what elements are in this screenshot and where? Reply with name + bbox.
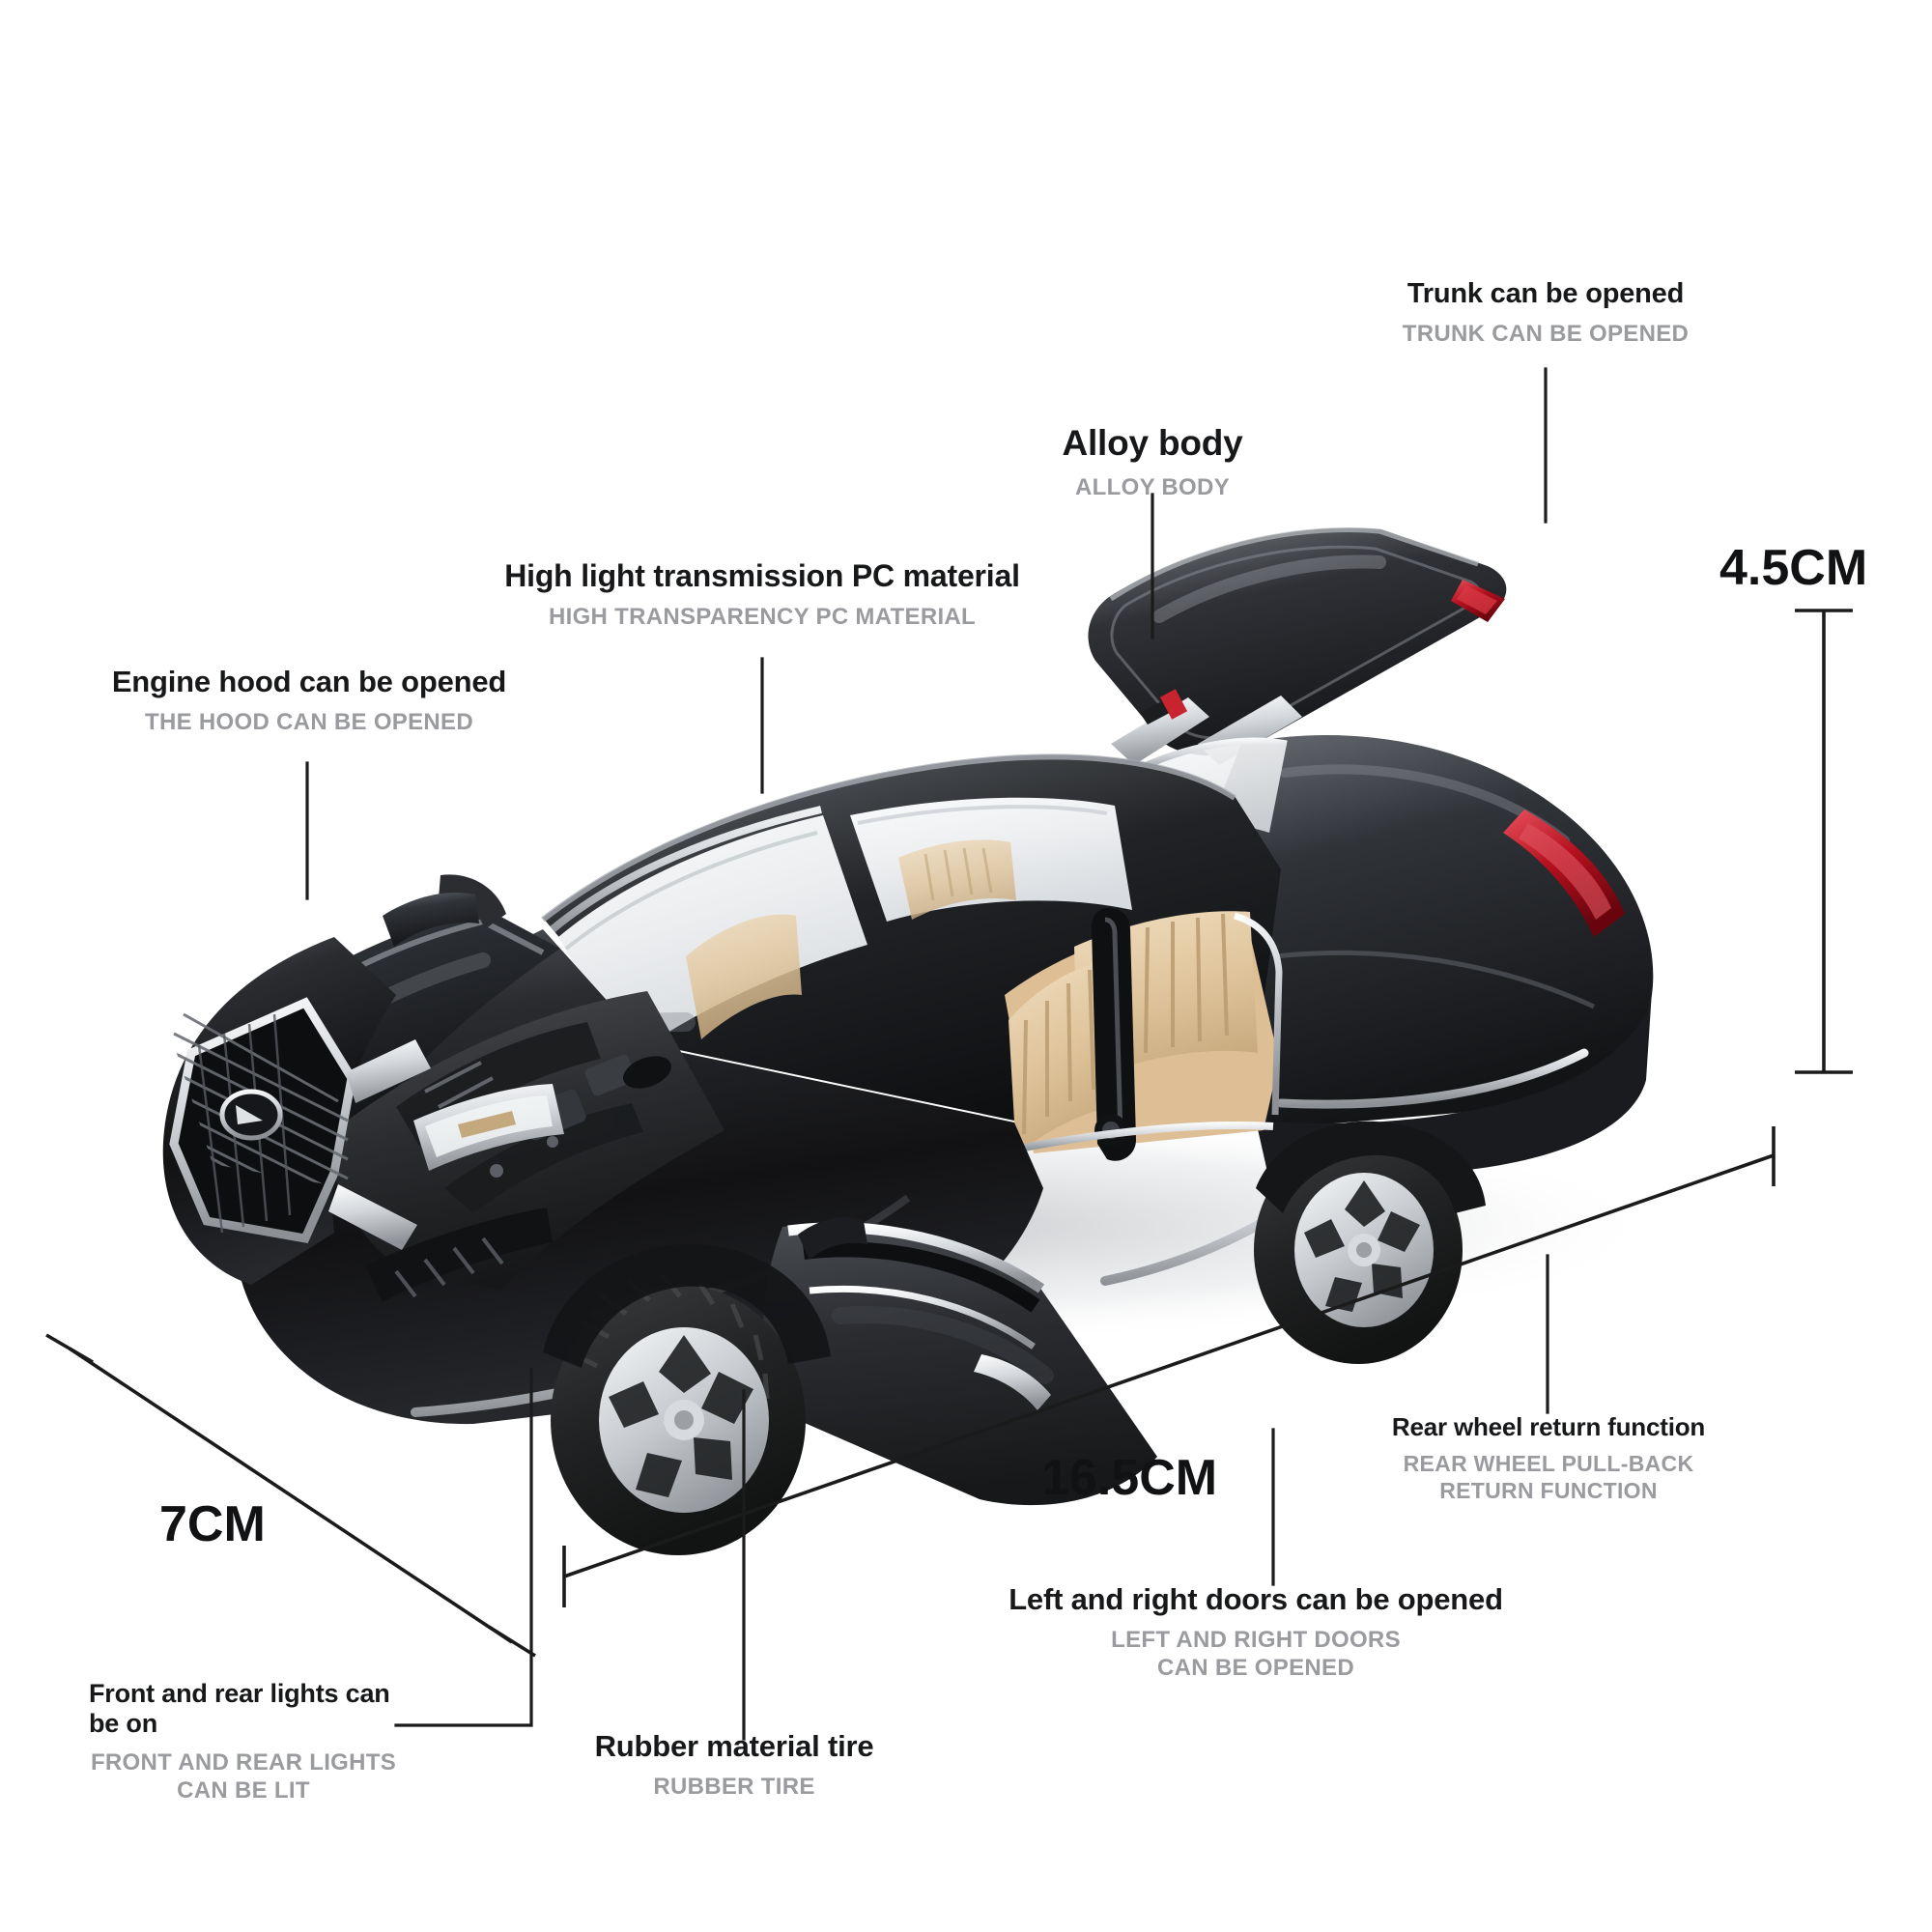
rear-wheel-arch xyxy=(1256,1121,1486,1213)
callout-front-rear-lights-subtitle: FRONT AND REAR LIGHTS CAN BE LIT xyxy=(90,1748,397,1804)
callout-doors-title: Left and right doors can be opened xyxy=(1009,1582,1503,1616)
callout-alloy-body: Alloy body ALLOY BODY xyxy=(959,423,1346,501)
callout-rear-wheel-title: Rear wheel return function xyxy=(1391,1412,1706,1441)
callout-trunk-title: Trunk can be opened xyxy=(1406,278,1685,309)
callout-alloy-body-subtitle: ALLOY BODY xyxy=(1075,473,1230,500)
dimension-label-width: 7CM xyxy=(159,1496,266,1552)
trunk-lid-open xyxy=(1088,527,1507,755)
callout-rubber-tire-title: Rubber material tire xyxy=(594,1729,874,1763)
callout-rear-wheel-subtitle: REAR WHEEL PULL-BACK RETURN FUNCTION xyxy=(1403,1451,1694,1504)
callout-doors-subtitle: LEFT AND RIGHT DOORS CAN BE OPENED xyxy=(1111,1626,1401,1682)
callout-front-rear-lights: Front and rear lights can be on FRONT AN… xyxy=(89,1679,398,1804)
dimension-label-length: 16.5CM xyxy=(1041,1450,1218,1506)
callout-pc-material-title: High light transmission PC material xyxy=(504,558,1020,593)
dimension-height xyxy=(1795,609,1853,1074)
callout-engine-hood-title: Engine hood can be opened xyxy=(111,665,507,698)
dimension-label-height: 4.5CM xyxy=(1719,540,1868,596)
callout-pc-material: High light transmission PC material HIGH… xyxy=(434,558,1091,631)
brand-emblem xyxy=(219,1089,283,1141)
front-fascia xyxy=(162,937,564,1302)
callout-pc-material-subtitle: HIGH TRANSPARENCY PC MATERIAL xyxy=(548,604,977,631)
callout-engine-hood-subtitle: THE HOOD CAN BE OPENED xyxy=(145,708,473,735)
callout-trunk-subtitle: TRUNK CAN BE OPENED xyxy=(1402,320,1690,347)
callout-doors: Left and right doors can be opened LEFT … xyxy=(947,1582,1565,1682)
callout-engine-hood: Engine hood can be opened THE HOOD CAN B… xyxy=(77,665,541,736)
callout-rubber-tire: Rubber material tire RUBBER TIRE xyxy=(541,1729,927,1801)
callout-trunk: Trunk can be opened TRUNK CAN BE OPENED xyxy=(1333,278,1758,348)
callout-alloy-body-title: Alloy body xyxy=(1062,423,1243,463)
interior-cabin xyxy=(1005,908,1283,1161)
callout-rubber-tire-subtitle: RUBBER TIRE xyxy=(653,1773,815,1800)
callout-rear-wheel: Rear wheel return function REAR WHEEL PU… xyxy=(1370,1412,1727,1504)
callout-front-rear-lights-title: Front and rear lights can be on xyxy=(89,1679,390,1739)
